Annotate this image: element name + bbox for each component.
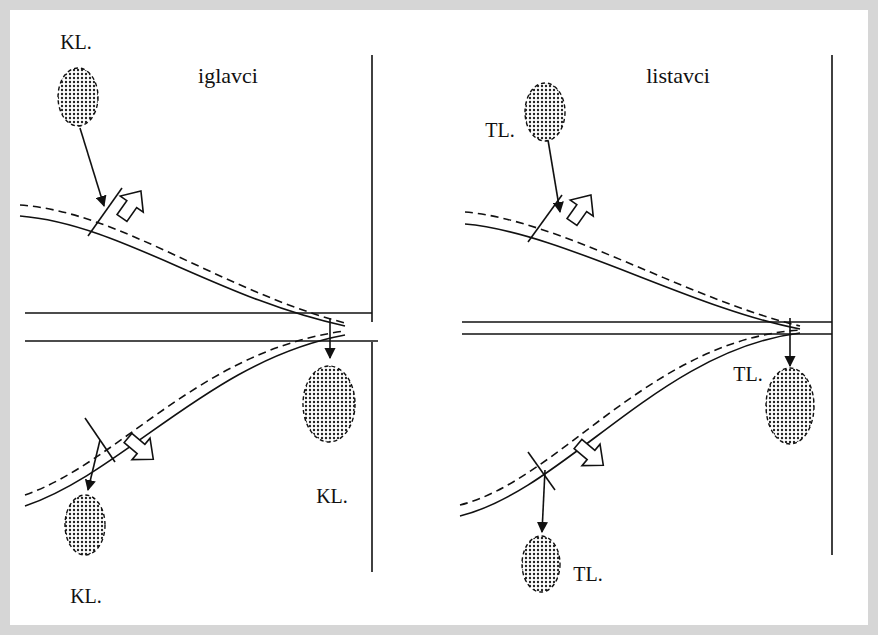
group-title: listavci [646,65,710,87]
species-label: TL. [485,120,514,140]
group-title: iglavci [198,65,258,87]
species-label: TL. [573,564,602,584]
species-label: KL. [316,486,348,506]
species-label: KL. [60,32,92,52]
species-label: TL. [733,364,762,384]
species-label: KL. [70,586,102,606]
